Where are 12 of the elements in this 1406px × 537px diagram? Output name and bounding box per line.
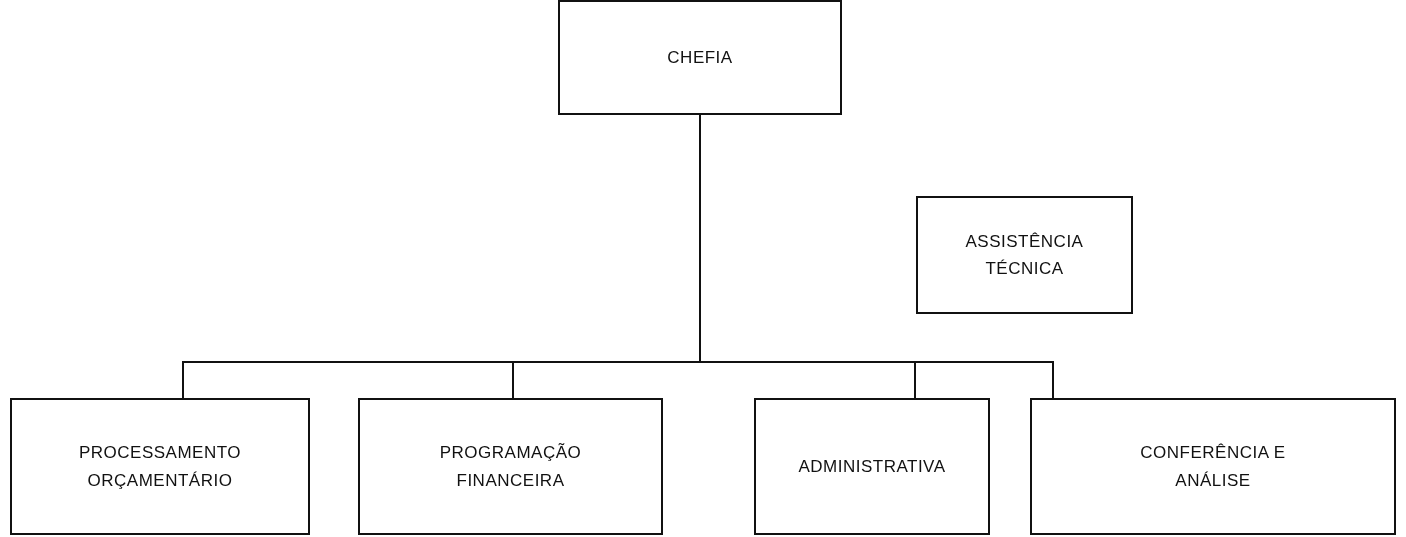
unit-label: ADMINISTRATIVA [798,455,946,478]
org-box [358,398,663,535]
unit-label: CHEFIA [667,46,733,69]
unit-label: PROGRAMAÇÃO FINANCEIRA [438,442,583,492]
unit-label: PROCESSAMENTO ORÇAMENTÁRIO [77,442,243,492]
org-box [558,0,842,115]
org-box [754,398,990,535]
unit-label: CONFERÊNCIA E ANÁLISE [1139,442,1287,492]
unit-label: ASSISTÊNCIA TÉCNICA [964,230,1085,280]
org-box [916,196,1133,314]
org-box [10,398,310,535]
org-box [1030,398,1396,535]
